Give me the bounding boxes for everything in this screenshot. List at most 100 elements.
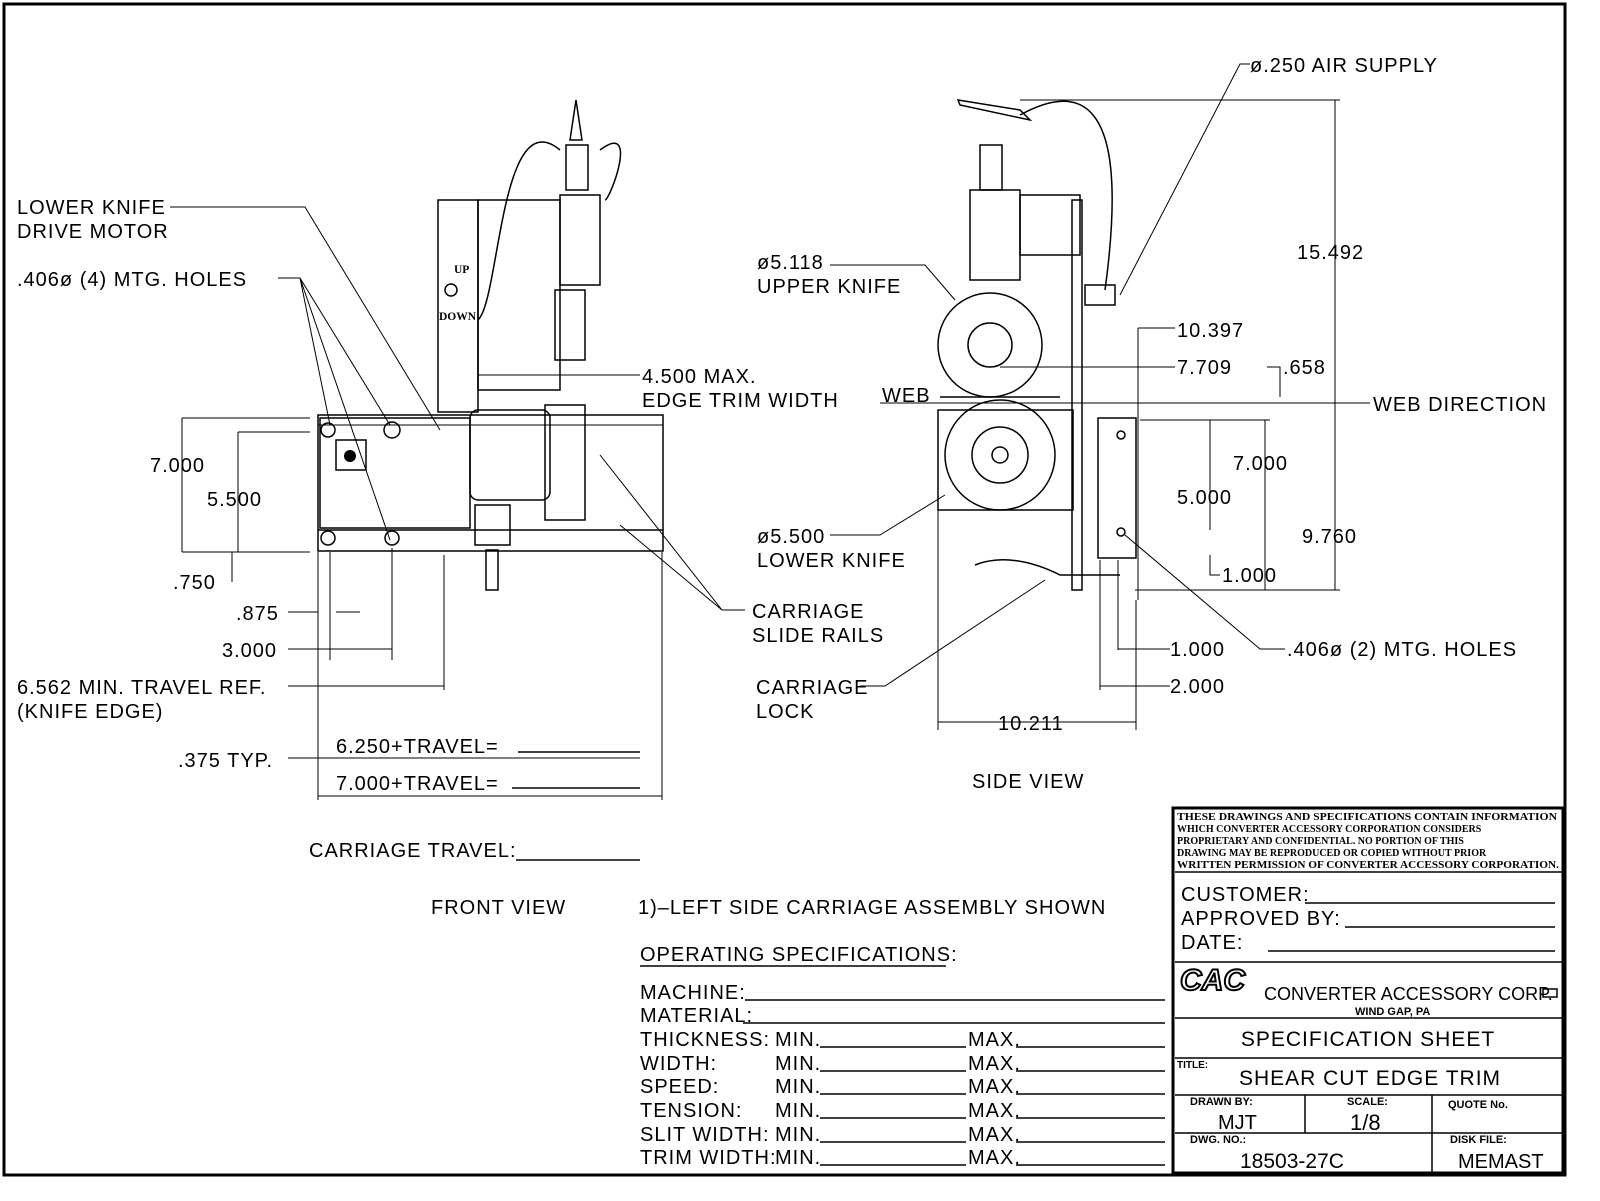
label-carriage-lock-2: LOCK bbox=[756, 701, 814, 723]
spec-row-min: MIN. bbox=[775, 1076, 821, 1098]
label-down: DOWN bbox=[439, 311, 477, 323]
company-location: WIND GAP, PA bbox=[1355, 1006, 1430, 1018]
label-up: UP bbox=[454, 264, 469, 276]
dim-7709: 7.709 bbox=[1177, 357, 1232, 379]
dim-1000-horiz: 1.000 bbox=[1170, 639, 1225, 661]
label-lower-knife-1: ø5.500 bbox=[757, 526, 825, 548]
dim-3000: 3.000 bbox=[222, 640, 277, 662]
spec-row-min: MIN. bbox=[775, 1100, 821, 1122]
dwg-no-value: 18503-27C bbox=[1240, 1150, 1344, 1173]
cylinder bbox=[559, 194, 601, 286]
sheet-border bbox=[2, 2, 1567, 1177]
dim-10397: 10.397 bbox=[1177, 320, 1244, 342]
dim-10211: 10.211 bbox=[998, 713, 1064, 735]
spec-row: TENSION: MIN. MAX. bbox=[640, 1100, 1021, 1122]
spec-row-min: MIN. bbox=[775, 1124, 821, 1146]
approved-by-label: APPROVED BY: bbox=[1181, 908, 1341, 930]
label-mtg-holes-front: .406ø (4) MTG. HOLES bbox=[17, 269, 247, 291]
label-carriage-travel: CARRIAGE TRAVEL: bbox=[309, 840, 517, 862]
spec-row-label: TRIM WIDTH: bbox=[640, 1147, 777, 1169]
dim-9760: 9.760 bbox=[1302, 526, 1357, 548]
drawn-by-label: DRAWN BY: bbox=[1190, 1096, 1253, 1108]
disclaimer-line: DRAWING MAY BE REPRODUCED OR COPIED WITH… bbox=[1177, 848, 1487, 859]
spec-row: WIDTH: MIN. MAX. bbox=[640, 1053, 1020, 1075]
spec-row-min: MIN. bbox=[775, 1029, 821, 1051]
title-label: TITLE: bbox=[1177, 1060, 1208, 1071]
spec-row-max: MAX. bbox=[968, 1100, 1021, 1122]
front-view bbox=[170, 99, 745, 861]
spec-machine-label: MACHINE: bbox=[640, 982, 746, 1004]
spec-row-max: MAX. bbox=[968, 1029, 1021, 1051]
disk-file-value: MEMAST bbox=[1458, 1151, 1544, 1173]
label-edge-trim-1: 4.500 MAX. bbox=[642, 366, 757, 388]
cac-logo: CAC bbox=[1180, 964, 1246, 997]
spec-row: TRIM WIDTH: MIN. MAX. bbox=[640, 1147, 1021, 1169]
lower-knife bbox=[944, 399, 1056, 511]
label-typ: .375 TYP. bbox=[178, 750, 273, 772]
label-air-supply: ø.250 AIR SUPPLY bbox=[1250, 55, 1438, 77]
label-travel-7000: 7.000+TRAVEL= bbox=[336, 773, 499, 795]
dim-15492: 15.492 bbox=[1297, 242, 1364, 264]
spec-material-label: MATERIAL: bbox=[640, 1005, 753, 1027]
dim-7000-front: 7.000 bbox=[150, 455, 205, 477]
label-travel-6250: 6.250+TRAVEL= bbox=[336, 736, 499, 758]
specs-heading: OPERATING SPECIFICATIONS: bbox=[640, 944, 958, 966]
front-view-title: FRONT VIEW bbox=[431, 897, 566, 919]
label-upper-knife-2: UPPER KNIFE bbox=[757, 276, 901, 298]
drawn-by-value: MJT bbox=[1218, 1112, 1257, 1134]
dim-5000: 5.000 bbox=[1177, 487, 1232, 509]
date-label: DATE: bbox=[1181, 932, 1243, 954]
label-carriage-rails-1: CARRIAGE bbox=[752, 601, 864, 623]
dim-875: .875 bbox=[236, 603, 279, 625]
company-name: CONVERTER ACCESSORY CORP. bbox=[1264, 984, 1553, 1004]
scale-label: SCALE: bbox=[1347, 1096, 1388, 1108]
drive-motor bbox=[319, 417, 471, 529]
front-base-frame bbox=[317, 414, 664, 552]
dim-750: .750 bbox=[173, 572, 216, 594]
side-view-title: SIDE VIEW bbox=[972, 771, 1084, 793]
dim-7000-side: 7.000 bbox=[1233, 453, 1288, 475]
label-min-travel-2: (KNIFE EDGE) bbox=[17, 701, 163, 723]
spec-row-max: MAX. bbox=[968, 1147, 1021, 1169]
disclaimer-line: PROPRIETARY AND CONFIDENTIAL. NO PORTION… bbox=[1177, 836, 1464, 847]
title-block: THESE DRAWINGS AND SPECIFICATIONS CONTAI… bbox=[1171, 806, 1565, 1175]
drawing-title: SHEAR CUT EDGE TRIM bbox=[1239, 1067, 1501, 1090]
dim-5500: 5.500 bbox=[207, 489, 262, 511]
spec-row-label: THICKNESS: bbox=[640, 1029, 770, 1051]
label-lower-knife-motor-1: LOWER KNIFE bbox=[17, 197, 166, 219]
disk-file-label: DISK FILE: bbox=[1450, 1134, 1507, 1146]
spec-row-min: MIN. bbox=[775, 1147, 821, 1169]
label-carriage-rails-2: SLIDE RAILS bbox=[752, 625, 884, 647]
label-lower-knife-2: LOWER KNIFE bbox=[757, 550, 906, 572]
spec-row: SPEED: MIN. MAX. bbox=[640, 1076, 1021, 1098]
label-lower-knife-motor-2: DRIVE MOTOR bbox=[17, 221, 169, 243]
label-upper-knife-1: ø5.118 bbox=[757, 252, 824, 274]
disclaimer-line: WHICH CONVERTER ACCESSORY CORPORATION CO… bbox=[1177, 824, 1482, 835]
label-min-travel-1: 6.562 MIN. TRAVEL REF. bbox=[17, 677, 267, 699]
dim-1000-vert: 1.000 bbox=[1222, 565, 1277, 587]
scale-value: 1/8 bbox=[1350, 1110, 1381, 1135]
spec-row-label: SPEED: bbox=[640, 1076, 719, 1098]
spec-row: THICKNESS: MIN. MAX. bbox=[640, 1029, 1021, 1051]
spec-row-max: MAX. bbox=[968, 1076, 1021, 1098]
operating-specifications: OPERATING SPECIFICATIONS: MACHINE: MATER… bbox=[640, 944, 1165, 1169]
spec-row-label: SLIT WIDTH: bbox=[640, 1124, 770, 1146]
spec-row-max: MAX. bbox=[968, 1124, 1021, 1146]
spec-row-label: TENSION: bbox=[640, 1100, 742, 1122]
dwg-no-label: DWG. NO.: bbox=[1190, 1134, 1246, 1146]
sheet-type: SPECIFICATION SHEET bbox=[1241, 1028, 1495, 1051]
label-web: WEB bbox=[882, 385, 931, 407]
lower-knife-front bbox=[544, 404, 586, 521]
spec-row-min: MIN. bbox=[775, 1053, 821, 1075]
label-carriage-lock-1: CARRIAGE bbox=[756, 677, 868, 699]
label-web-direction: WEB DIRECTION bbox=[1373, 394, 1547, 416]
spec-row: SLIT WIDTH: MIN. MAX. bbox=[640, 1124, 1021, 1146]
dim-2000: 2.000 bbox=[1170, 676, 1225, 698]
upper-knife bbox=[937, 292, 1043, 398]
quote-label: QUOTE No. bbox=[1448, 1099, 1508, 1111]
disclaimer-line: WRITTEN PERMISSION OF CONVERTER ACCESSOR… bbox=[1177, 860, 1560, 871]
disclaimer-line: THESE DRAWINGS AND SPECIFICATIONS CONTAI… bbox=[1177, 812, 1558, 823]
label-edge-trim-2: EDGE TRIM WIDTH bbox=[642, 390, 839, 412]
spec-row-label: WIDTH: bbox=[640, 1053, 717, 1075]
